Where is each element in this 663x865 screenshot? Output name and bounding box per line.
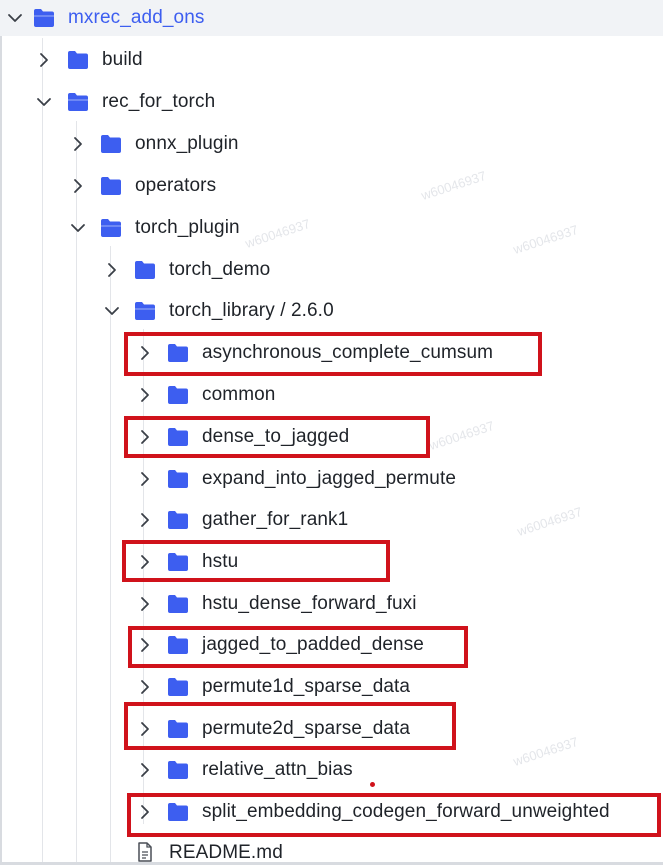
chevron-right-icon[interactable] — [136, 761, 154, 779]
folder-icon — [100, 176, 122, 196]
folder-open-icon — [67, 92, 89, 112]
tree-item-rec-for-torch[interactable]: rec_for_torch — [0, 84, 663, 120]
chevron-right-icon[interactable] — [136, 636, 154, 654]
tree-item-label: hstu_dense_forward_fuxi — [202, 593, 417, 614]
tree-item-label: torch_demo — [169, 259, 271, 280]
chevron-right-icon[interactable] — [136, 720, 154, 738]
folder-open-icon — [134, 301, 156, 321]
folder-open-icon — [33, 8, 55, 28]
folder-icon — [167, 760, 189, 780]
tree-item-gather-for-rank1[interactable]: gather_for_rank1 — [0, 502, 663, 538]
folder-icon — [167, 385, 189, 405]
folder-icon — [167, 343, 189, 363]
markdown-file-icon — [134, 842, 156, 862]
tree-item-label: split_embedding_codegen_forward_unweight… — [202, 801, 610, 822]
folder-icon — [167, 677, 189, 697]
chevron-right-icon[interactable] — [69, 177, 87, 195]
chevron-right-icon[interactable] — [136, 470, 154, 488]
tree-item-label: gather_for_rank1 — [202, 509, 349, 530]
chevron-right-icon[interactable] — [136, 678, 154, 696]
tree-item-label: onnx_plugin — [135, 133, 239, 154]
tree-item-jagged-to-padded-dense[interactable]: jagged_to_padded_dense — [0, 627, 663, 663]
tree-item-dense-to-jagged[interactable]: dense_to_jagged — [0, 419, 663, 455]
folder-icon — [167, 469, 189, 489]
indent-guide — [110, 246, 111, 865]
indent-guide — [143, 329, 144, 824]
chevron-right-icon[interactable] — [136, 803, 154, 821]
tree-item-label: asynchronous_complete_cumsum — [202, 342, 494, 363]
tree-item-permute1d-sparse-data[interactable]: permute1d_sparse_data — [0, 669, 663, 705]
chevron-right-icon[interactable] — [136, 428, 154, 446]
folder-icon — [167, 719, 189, 739]
indent-guide — [42, 38, 43, 865]
folder-icon — [167, 594, 189, 614]
tree-item-split-embedding-codegen-forward-unweighted[interactable]: split_embedding_codegen_forward_unweight… — [0, 794, 663, 830]
tree-item-onnx-plugin[interactable]: onnx_plugin — [0, 126, 663, 162]
tree-file-label: README.md — [169, 842, 283, 863]
tree-item-build[interactable]: build — [0, 42, 663, 78]
folder-icon — [100, 134, 122, 154]
tree-root-row[interactable]: mxrec_add_ons — [0, 0, 663, 36]
tree-item-asynchronous-complete-cumsum[interactable]: asynchronous_complete_cumsum — [0, 335, 663, 371]
tree-item-torch-library[interactable]: torch_library / 2.6.0 — [0, 293, 663, 329]
tree-item-label: jagged_to_padded_dense — [202, 634, 424, 655]
tree-root-label: mxrec_add_ons — [68, 7, 205, 28]
annotation-dot — [370, 782, 375, 787]
tree-item-label: torch_plugin — [135, 217, 240, 238]
tree-item-label: rec_for_torch — [102, 91, 216, 112]
chevron-right-icon[interactable] — [136, 553, 154, 571]
indent-guide — [76, 121, 77, 865]
tree-item-label: expand_into_jagged_permute — [202, 468, 457, 489]
chevron-down-icon[interactable] — [69, 219, 87, 237]
tree-item-torch-demo[interactable]: torch_demo — [0, 252, 663, 288]
bottom-border — [0, 862, 663, 865]
folder-icon — [167, 802, 189, 822]
chevron-down-icon[interactable] — [6, 9, 24, 27]
chevron-down-icon[interactable] — [35, 93, 53, 111]
tree-item-label: torch_library / 2.6.0 — [169, 300, 334, 321]
folder-icon — [167, 510, 189, 530]
chevron-right-icon[interactable] — [136, 344, 154, 362]
chevron-right-icon[interactable] — [136, 511, 154, 529]
tree-item-label: permute1d_sparse_data — [202, 676, 411, 697]
folder-icon — [167, 635, 189, 655]
tree-item-hstu[interactable]: hstu — [0, 544, 663, 580]
tree-item-torch-plugin[interactable]: torch_plugin — [0, 210, 663, 246]
tree-item-relative-attn-bias[interactable]: relative_attn_bias — [0, 752, 663, 788]
chevron-right-icon[interactable] — [136, 595, 154, 613]
tree-item-label: common — [202, 384, 276, 405]
chevron-right-icon[interactable] — [103, 261, 121, 279]
folder-icon — [134, 260, 156, 280]
folder-icon — [167, 552, 189, 572]
tree-item-hstu-dense-forward-fuxi[interactable]: hstu_dense_forward_fuxi — [0, 586, 663, 622]
tree-item-expand-into-jagged-permute[interactable]: expand_into_jagged_permute — [0, 461, 663, 497]
tree-item-label: build — [102, 49, 143, 70]
tree-item-label: dense_to_jagged — [202, 426, 350, 447]
chevron-down-icon[interactable] — [103, 302, 121, 320]
tree-item-label: hstu — [202, 551, 239, 572]
tree-item-label: relative_attn_bias — [202, 759, 353, 780]
tree-item-operators[interactable]: operators — [0, 168, 663, 204]
folder-open-icon — [100, 218, 122, 238]
chevron-right-icon[interactable] — [35, 51, 53, 69]
tree-item-label: operators — [135, 175, 217, 196]
chevron-right-icon[interactable] — [136, 386, 154, 404]
left-border — [0, 0, 2, 865]
tree-item-label: permute2d_sparse_data — [202, 718, 411, 739]
folder-icon — [67, 50, 89, 70]
tree-file-readme[interactable]: README.md — [0, 836, 663, 865]
chevron-right-icon[interactable] — [69, 135, 87, 153]
folder-icon — [167, 427, 189, 447]
tree-item-permute2d-sparse-data[interactable]: permute2d_sparse_data — [0, 711, 663, 747]
tree-item-common[interactable]: common — [0, 377, 663, 413]
